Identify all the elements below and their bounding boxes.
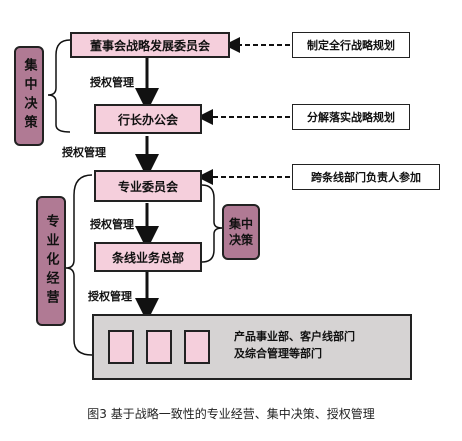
- unit-box-3: [184, 330, 210, 364]
- note-implement-strategy: 分解落实战略规划: [292, 104, 410, 130]
- node-professional-committee: 专业委员会: [94, 170, 202, 202]
- note-formulate-strategy: 制定全行战略规划: [292, 32, 410, 58]
- edge-label-auth-3: 授权管理: [90, 218, 134, 231]
- node-business-hq: 条线业务总部: [94, 242, 202, 272]
- group-professional: 专业化经营: [36, 196, 66, 326]
- figure-caption: 图3 基于战略一致性的专业经营、集中决策、授权管理: [87, 407, 375, 421]
- group-centralized-mid: 集中决策: [222, 204, 260, 260]
- note-cross-line-heads: 跨条线部门负责人参加: [292, 164, 440, 190]
- unit-box-1: [108, 330, 134, 364]
- bottom-units-label: 产品事业部、客户线部门 及综合管理等部门: [234, 330, 355, 360]
- group-centralized-mid-label: 集中决策: [229, 217, 254, 247]
- unit-box-2: [146, 330, 172, 364]
- node-bottom-units: 产品事业部、客户线部门 及综合管理等部门: [92, 314, 412, 380]
- edge-label-auth-4: 授权管理: [88, 290, 132, 303]
- edge-label-auth-1: 授权管理: [90, 76, 134, 89]
- bracket-right: [201, 184, 223, 263]
- group-centralized-top: 集中决策: [14, 46, 44, 146]
- bracket-left: [65, 174, 93, 356]
- edge-label-auth-2: 授权管理: [62, 146, 106, 159]
- bracket-top: [47, 39, 71, 133]
- node-board-committee: 董事会战略发展委员会: [70, 32, 230, 58]
- node-president-meeting: 行长办公会: [94, 104, 202, 134]
